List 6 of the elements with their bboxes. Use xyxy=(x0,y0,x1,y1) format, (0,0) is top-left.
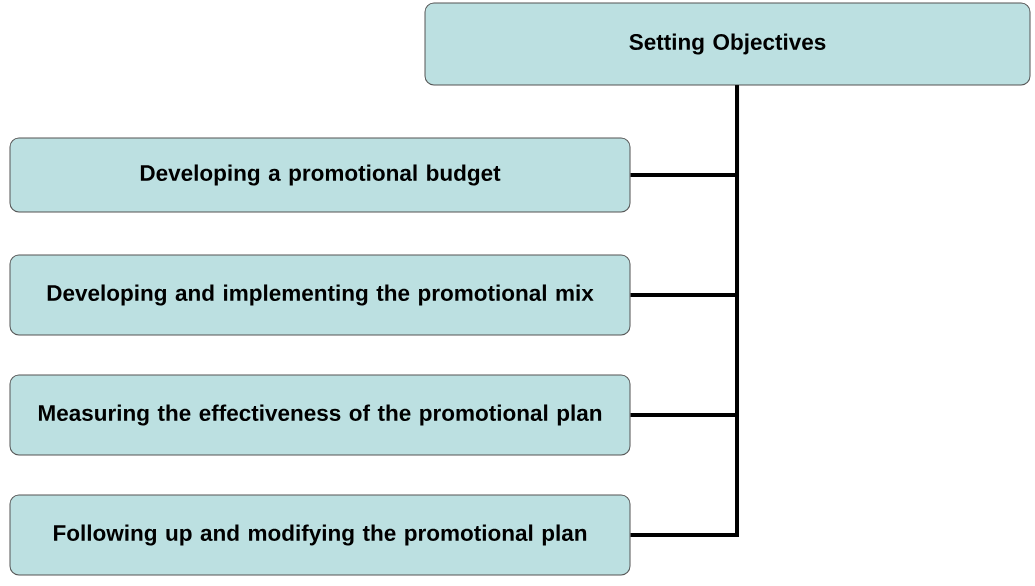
process-box: Following up and modifying the promotional plan xyxy=(9,494,631,576)
process-box: Setting Objectives xyxy=(424,2,1031,86)
process-box: Measuring the effectiveness of the promotional plan xyxy=(9,374,631,456)
connector-line xyxy=(630,85,739,537)
process-box: Developing a promotional budget xyxy=(9,137,631,213)
process-box: Developing and implementing the promotional mix xyxy=(9,254,631,336)
